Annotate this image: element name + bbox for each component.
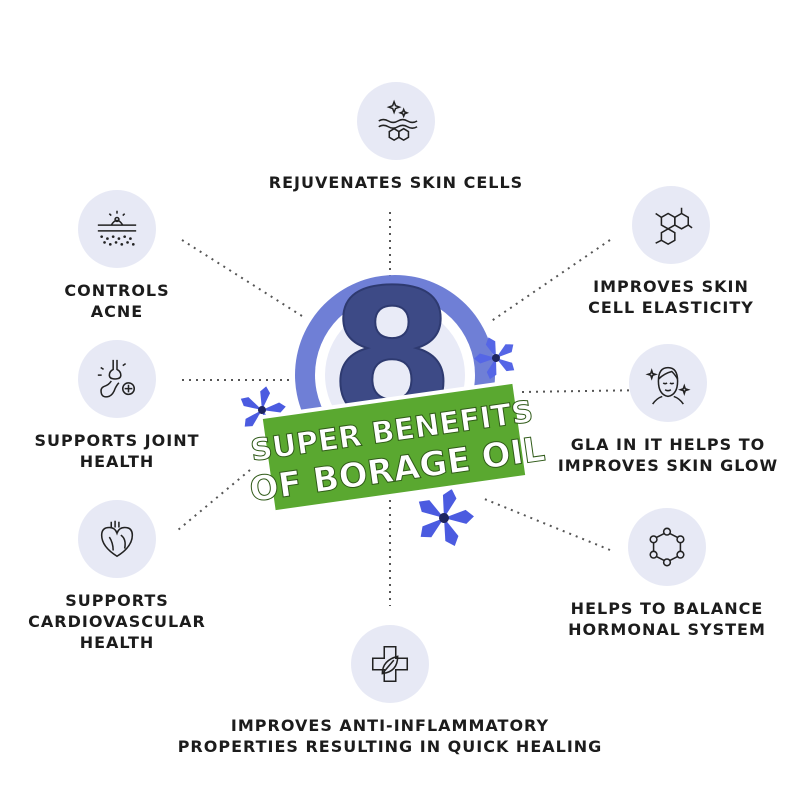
hormone-ring-icon	[649, 527, 685, 567]
benefit-hormonal-balance: HELPS TO BALANCE HORMONAL SYSTEM	[537, 508, 797, 640]
icon-circle	[632, 186, 710, 264]
benefit-label: IMPROVES ANTI-INFLAMMATORY PROPERTIES RE…	[177, 716, 603, 756]
icon-circle	[628, 508, 706, 586]
connector-right	[519, 389, 651, 393]
icon-circle	[351, 625, 429, 703]
benefit-cardiovascular: SUPPORTS CARDIOVASCULAR HEALTH	[0, 500, 247, 653]
connector-bottom-left	[177, 469, 251, 531]
benefit-joint-health: SUPPORTS JOINT HEALTH	[0, 340, 247, 472]
icon-circle	[629, 344, 707, 422]
benefit-label: CONTROLS ACNE	[64, 281, 170, 321]
benefit-rejuvenates-skin: REJUVENATES SKIN CELLS	[266, 82, 526, 193]
icon-circle	[78, 340, 156, 418]
benefit-controls-acne: CONTROLS ACNE	[0, 190, 247, 322]
benefit-label: HELPS TO BALANCE HORMONAL SYSTEM	[568, 599, 766, 639]
benefit-label: GLA IN IT HELPS TO IMPROVES SKIN GLOW	[557, 435, 779, 475]
benefit-skin-glow: GLA IN IT HELPS TO IMPROVES SKIN GLOW	[538, 344, 798, 476]
icon-circle	[78, 500, 156, 578]
face-glow-icon	[645, 366, 691, 405]
icon-circle	[357, 82, 435, 160]
benefit-skin-elasticity: IMPROVES SKIN CELL ELASTICITY	[541, 186, 800, 318]
acne-skin-icon	[97, 210, 137, 246]
skin-sparkle-icon	[378, 99, 418, 142]
joint-icon	[97, 359, 136, 398]
heart-icon	[100, 520, 134, 558]
connector-top-left	[181, 239, 303, 317]
icon-circle	[78, 190, 156, 268]
benefit-anti-inflammatory: IMPROVES ANTI-INFLAMMATORY PROPERTIES RE…	[170, 625, 610, 757]
benefit-label: REJUVENATES SKIN CELLS	[268, 173, 524, 192]
benefit-label: SUPPORTS CARDIOVASCULAR HEALTH	[28, 591, 206, 652]
benefit-label: IMPROVES SKIN CELL ELASTICITY	[588, 277, 754, 317]
leaf-cross-icon	[371, 645, 409, 683]
molecule-icon	[655, 207, 693, 246]
benefit-label: SUPPORTS JOINT HEALTH	[34, 431, 200, 471]
